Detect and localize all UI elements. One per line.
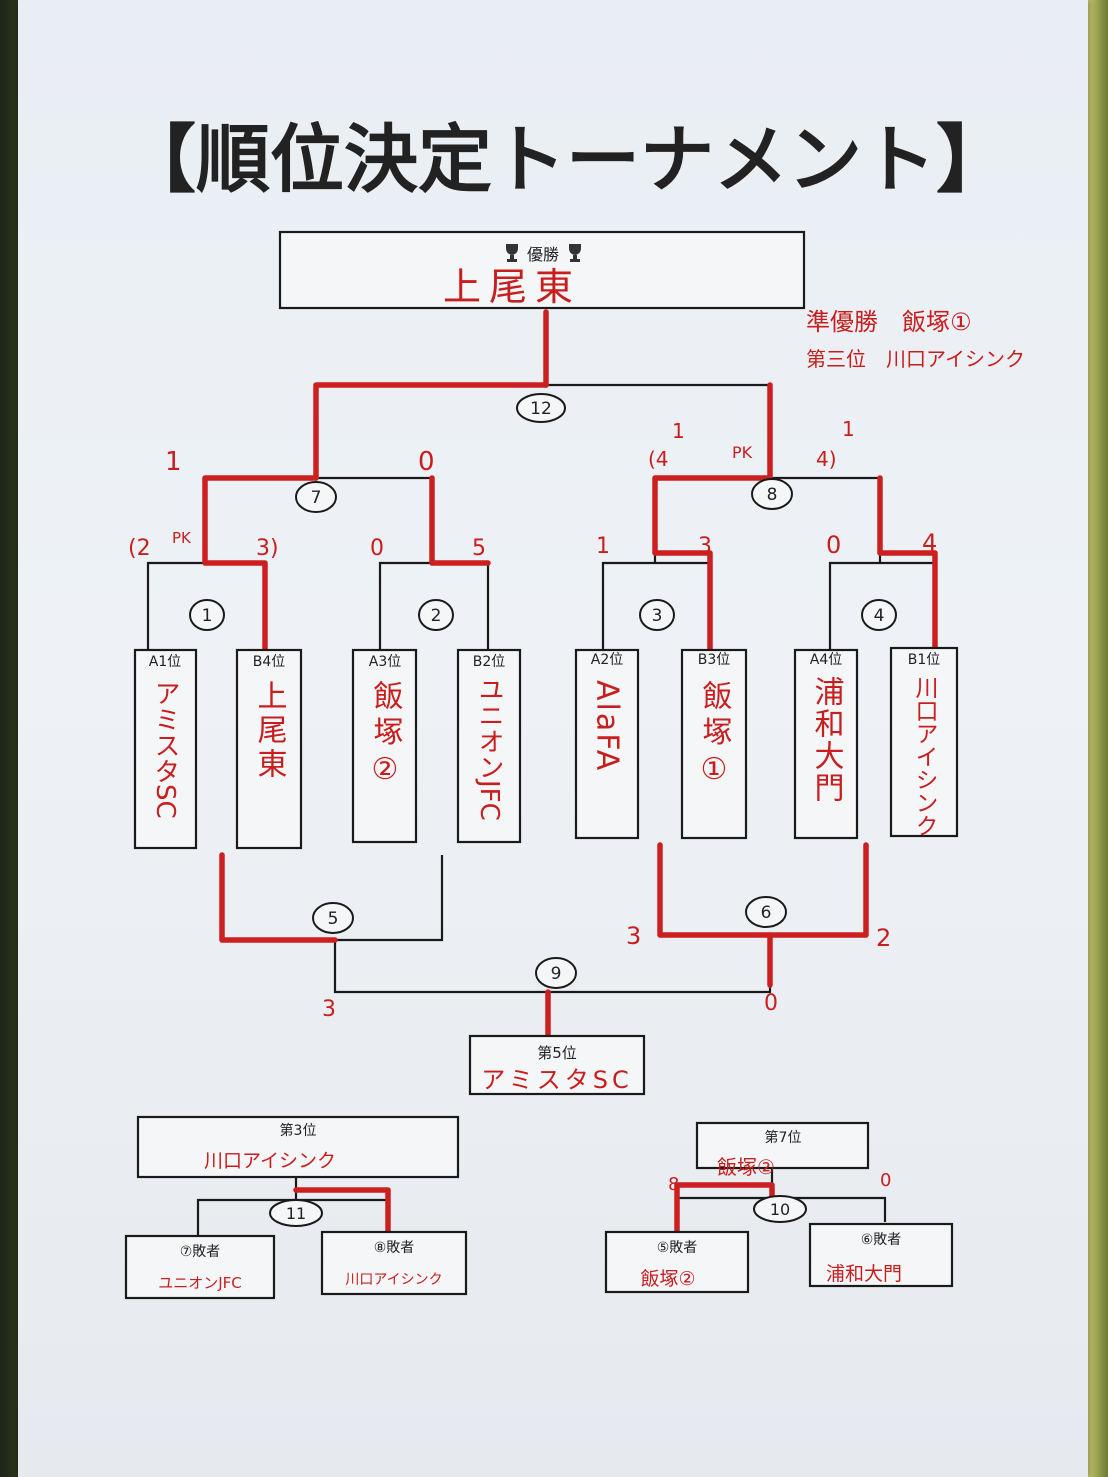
slot-1-team: アミスタSC	[150, 680, 180, 819]
page-title: 【順位決定トーナメント】	[122, 117, 1010, 203]
m8-left-score: 1	[672, 419, 685, 443]
seventh-place-label: 第7位	[765, 1129, 802, 1146]
slot-4-team: ユニオンJFC	[474, 676, 504, 821]
slot-6-seed: B3位	[698, 652, 731, 668]
match-9-number: 9	[551, 964, 562, 984]
m7-left-score: 1	[165, 447, 182, 477]
match-7-number: 7	[311, 488, 322, 508]
m7-right-score: 0	[418, 447, 435, 477]
match-11-left-team: ユニオンJFC	[158, 1274, 242, 1292]
match-3-number: 3	[652, 606, 663, 626]
slot-5-team: AlaFA	[590, 680, 625, 772]
m6-left-score: 3	[626, 922, 641, 950]
match-10-right-label: ⑥敗者	[861, 1232, 902, 1248]
m2-right-score: 5	[472, 536, 486, 561]
match-11-number: 11	[286, 1204, 306, 1223]
m1-right-score: 3)	[256, 536, 279, 561]
seventh-place-team: 飯塚②	[717, 1155, 775, 1179]
m4-right-score: 4	[922, 529, 937, 557]
match-11-left-label: ⑦敗者	[180, 1244, 221, 1260]
slot-3-seed: A3位	[369, 654, 401, 670]
m10-left-score: 8	[668, 1174, 679, 1195]
m9-right-score: 0	[764, 991, 778, 1016]
m8-right-pk-score: 4)	[816, 447, 837, 471]
m8-right-score: 1	[842, 417, 855, 441]
slot-8-team: 川口アイシンク	[911, 676, 939, 837]
match-11-right-team: 川口アイシンク	[345, 1272, 442, 1288]
match-10-number: 10	[770, 1200, 790, 1219]
slot-6-team: 飯塚①	[697, 680, 733, 793]
slot-3-team: 飯塚②	[368, 680, 404, 793]
m3-right-score: 3	[698, 534, 712, 559]
m1-left-score: (2	[128, 536, 151, 561]
m8-left-pk-score: (4	[648, 447, 669, 471]
slot-4-seed: B2位	[473, 654, 506, 670]
fifth-place-label: 第5位	[537, 1044, 577, 1062]
third-place-team: 川口アイシンク	[204, 1150, 336, 1172]
slot-7-team: 浦和大門	[809, 676, 845, 804]
slot-1-seed: A1位	[149, 654, 181, 670]
match-10-left-label: ⑤敗者	[657, 1240, 698, 1256]
fifth-place-team: アミスタSC	[481, 1066, 633, 1094]
slot-7-seed: A4位	[810, 652, 842, 668]
match-5-number: 5	[328, 909, 339, 929]
slot-2-seed: B4位	[253, 654, 286, 670]
m3-left-score: 1	[596, 534, 610, 559]
match-11-right-label: ⑧敗者	[374, 1240, 415, 1256]
third-place-note: 第三位 川口アイシンク	[806, 347, 1025, 371]
slot-2-team: 上尾東	[252, 680, 288, 782]
m10-right-score: 0	[880, 1170, 891, 1191]
champion-label: 優勝	[527, 245, 559, 264]
match-4-number: 4	[874, 606, 885, 626]
match-2-number: 2	[431, 606, 442, 626]
third-place-label: 第3位	[280, 1122, 317, 1139]
match-12-number: 12	[530, 399, 552, 419]
match-10-right-team: 浦和大門	[826, 1263, 902, 1285]
slot-5-seed: A2位	[591, 652, 623, 668]
match-8-number: 8	[767, 485, 778, 505]
runner-up-note: 準優勝 飯塚①	[806, 308, 972, 336]
m6-right-score: 2	[876, 924, 891, 952]
champion-team: 上尾東	[443, 265, 581, 309]
match-1-number: 1	[202, 606, 213, 626]
m4-left-score: 0	[826, 531, 841, 559]
m9-left-score: 3	[322, 997, 336, 1022]
slot-8-seed: B1位	[908, 652, 941, 668]
match-10-left-team: 飯塚②	[640, 1268, 695, 1290]
m2-left-score: 0	[370, 536, 384, 561]
m1-pk-label: PK	[172, 529, 192, 547]
m8-pk-label: PK	[732, 443, 753, 462]
match-6-number: 6	[761, 903, 772, 923]
